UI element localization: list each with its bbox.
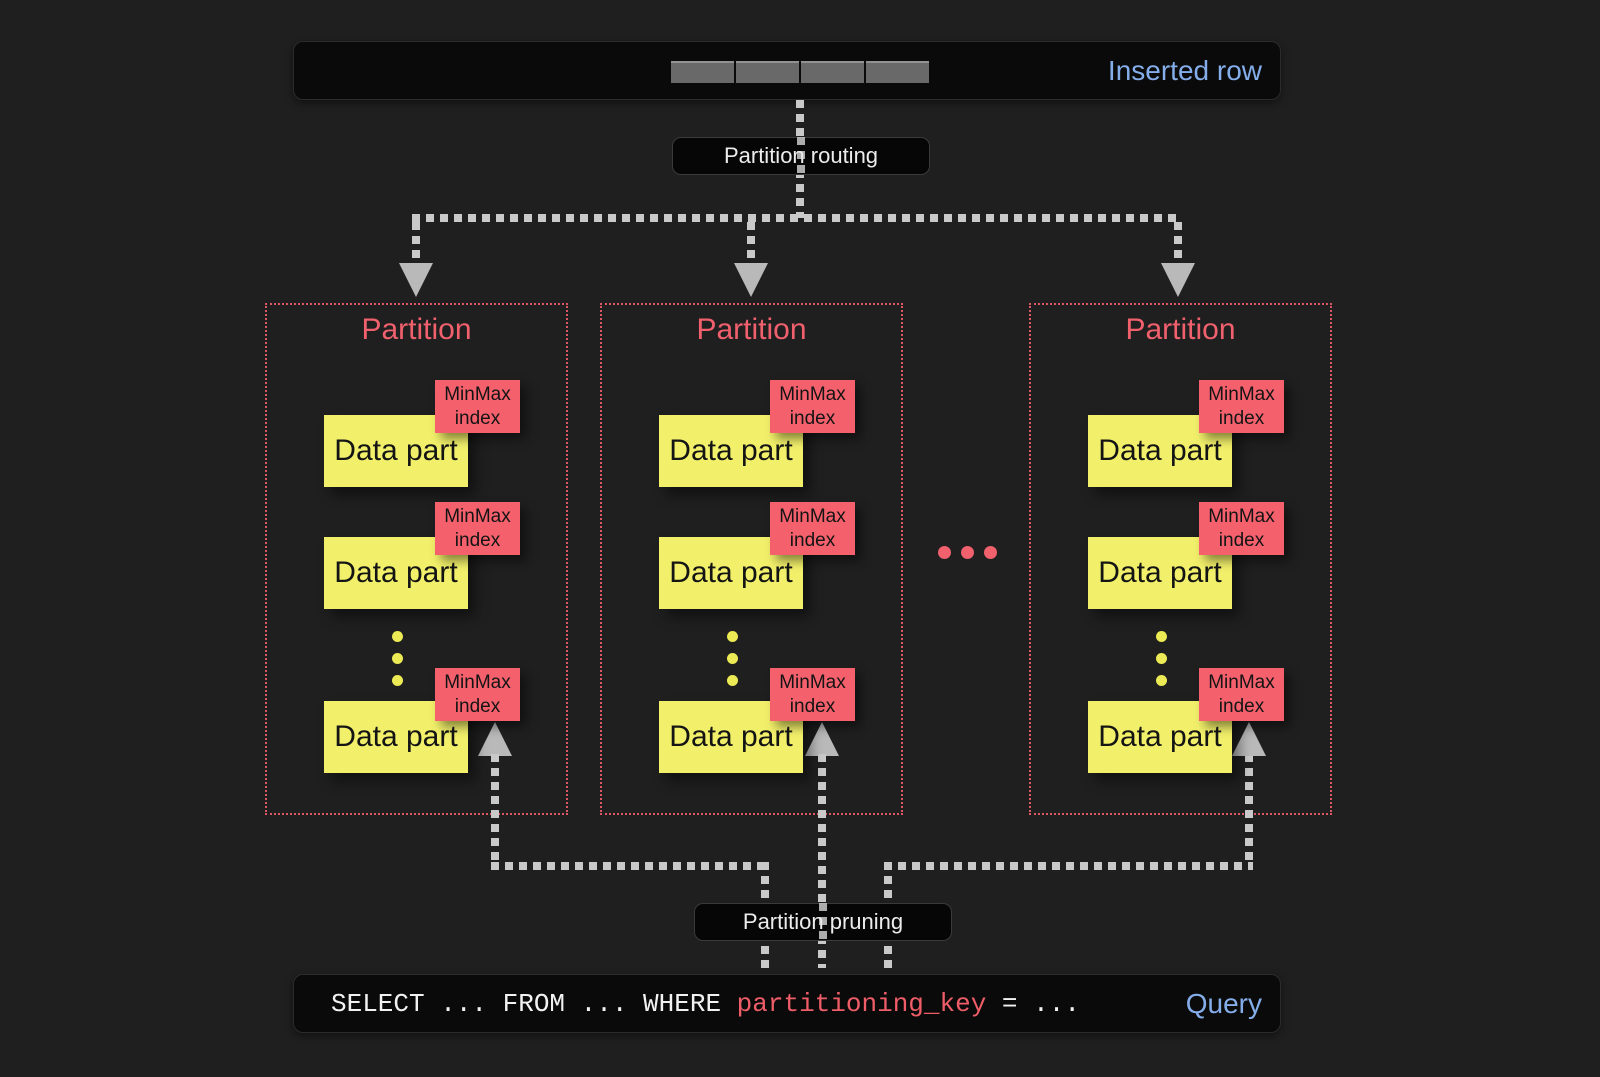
- data-part-box: Data part: [324, 701, 468, 773]
- arrowhead-up-right: [1232, 722, 1266, 756]
- minmax-index-tag: MinMax index: [770, 502, 855, 555]
- arrowhead-down-right: [1161, 263, 1195, 297]
- partition-pruning-label: Partition pruning: [694, 903, 952, 941]
- partition-routing-label: Partition routing: [672, 137, 930, 175]
- sql-partitioning-key: partitioning_key: [736, 988, 987, 1019]
- partition-title: Partition: [361, 313, 472, 346]
- row-segments: [671, 61, 929, 83]
- up-line-left: [491, 754, 499, 866]
- arrowhead-up-middle: [805, 722, 839, 756]
- minmax-index-tag: MinMax index: [1199, 380, 1284, 433]
- more-parts-ellipsis: [727, 631, 738, 686]
- down-line-right: [1174, 222, 1182, 264]
- arrowhead-down-left: [399, 263, 433, 297]
- row-segment: [801, 61, 864, 83]
- arrowhead-down-middle: [734, 263, 768, 297]
- minmax-index-tag: MinMax index: [435, 502, 520, 555]
- partition-title: Partition: [696, 313, 807, 346]
- down-line-middle: [747, 222, 755, 264]
- sql-prefix: SELECT ... FROM ... WHERE: [331, 988, 737, 1019]
- partition-box-2: Partition MinMax index Data part MinMax …: [600, 303, 903, 815]
- data-part-box: Data part: [1088, 415, 1232, 487]
- row-segment: [671, 61, 734, 83]
- up-line-right: [1245, 754, 1253, 866]
- down-line-left: [412, 222, 420, 264]
- more-partitions-ellipsis: [938, 546, 997, 559]
- arrowhead-up-left: [478, 722, 512, 756]
- partition-title: Partition: [1125, 313, 1236, 346]
- partition-box-3: Partition MinMax index Data part MinMax …: [1029, 303, 1332, 815]
- minmax-index-tag: MinMax index: [770, 668, 855, 721]
- inserted-row-label: Inserted row: [1107, 54, 1262, 86]
- minmax-index-tag: MinMax index: [1199, 502, 1284, 555]
- row-segment: [736, 61, 799, 83]
- pruning-h-line-right: [884, 862, 1253, 870]
- row-segment: [866, 61, 929, 83]
- query-label: Query: [1185, 987, 1262, 1019]
- query-bar: SELECT ... FROM ... WHERE partitioning_k…: [293, 974, 1281, 1033]
- minmax-index-tag: MinMax index: [435, 380, 520, 433]
- pruning-h-line-left: [491, 862, 769, 870]
- more-parts-ellipsis: [1156, 631, 1167, 686]
- sql-statement: SELECT ... FROM ... WHERE partitioning_k…: [331, 975, 1080, 1032]
- minmax-index-tag: MinMax index: [770, 380, 855, 433]
- inserted-row-bar: Inserted row: [293, 41, 1281, 100]
- distributor-line: [412, 214, 1182, 222]
- more-parts-ellipsis: [392, 631, 403, 686]
- partition-box-1: Partition MinMax index Data part MinMax …: [265, 303, 568, 815]
- sql-suffix: = ...: [986, 988, 1080, 1019]
- up-line-middle: [818, 754, 826, 968]
- minmax-index-tag: MinMax index: [1199, 668, 1284, 721]
- minmax-index-tag: MinMax index: [435, 668, 520, 721]
